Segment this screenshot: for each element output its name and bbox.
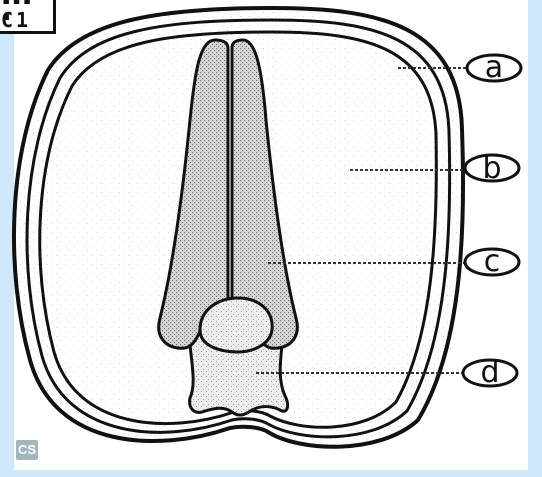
label-a: a [485, 50, 503, 85]
label-c: c [484, 244, 501, 279]
label-b: b [482, 151, 501, 186]
plumule [200, 298, 272, 352]
question-code: C1 [1, 8, 31, 32]
question-code-box: ▪▪▪ ▪ C1 [0, 0, 56, 34]
camscanner-logo: CS [16, 440, 38, 460]
label-d: d [480, 355, 499, 390]
